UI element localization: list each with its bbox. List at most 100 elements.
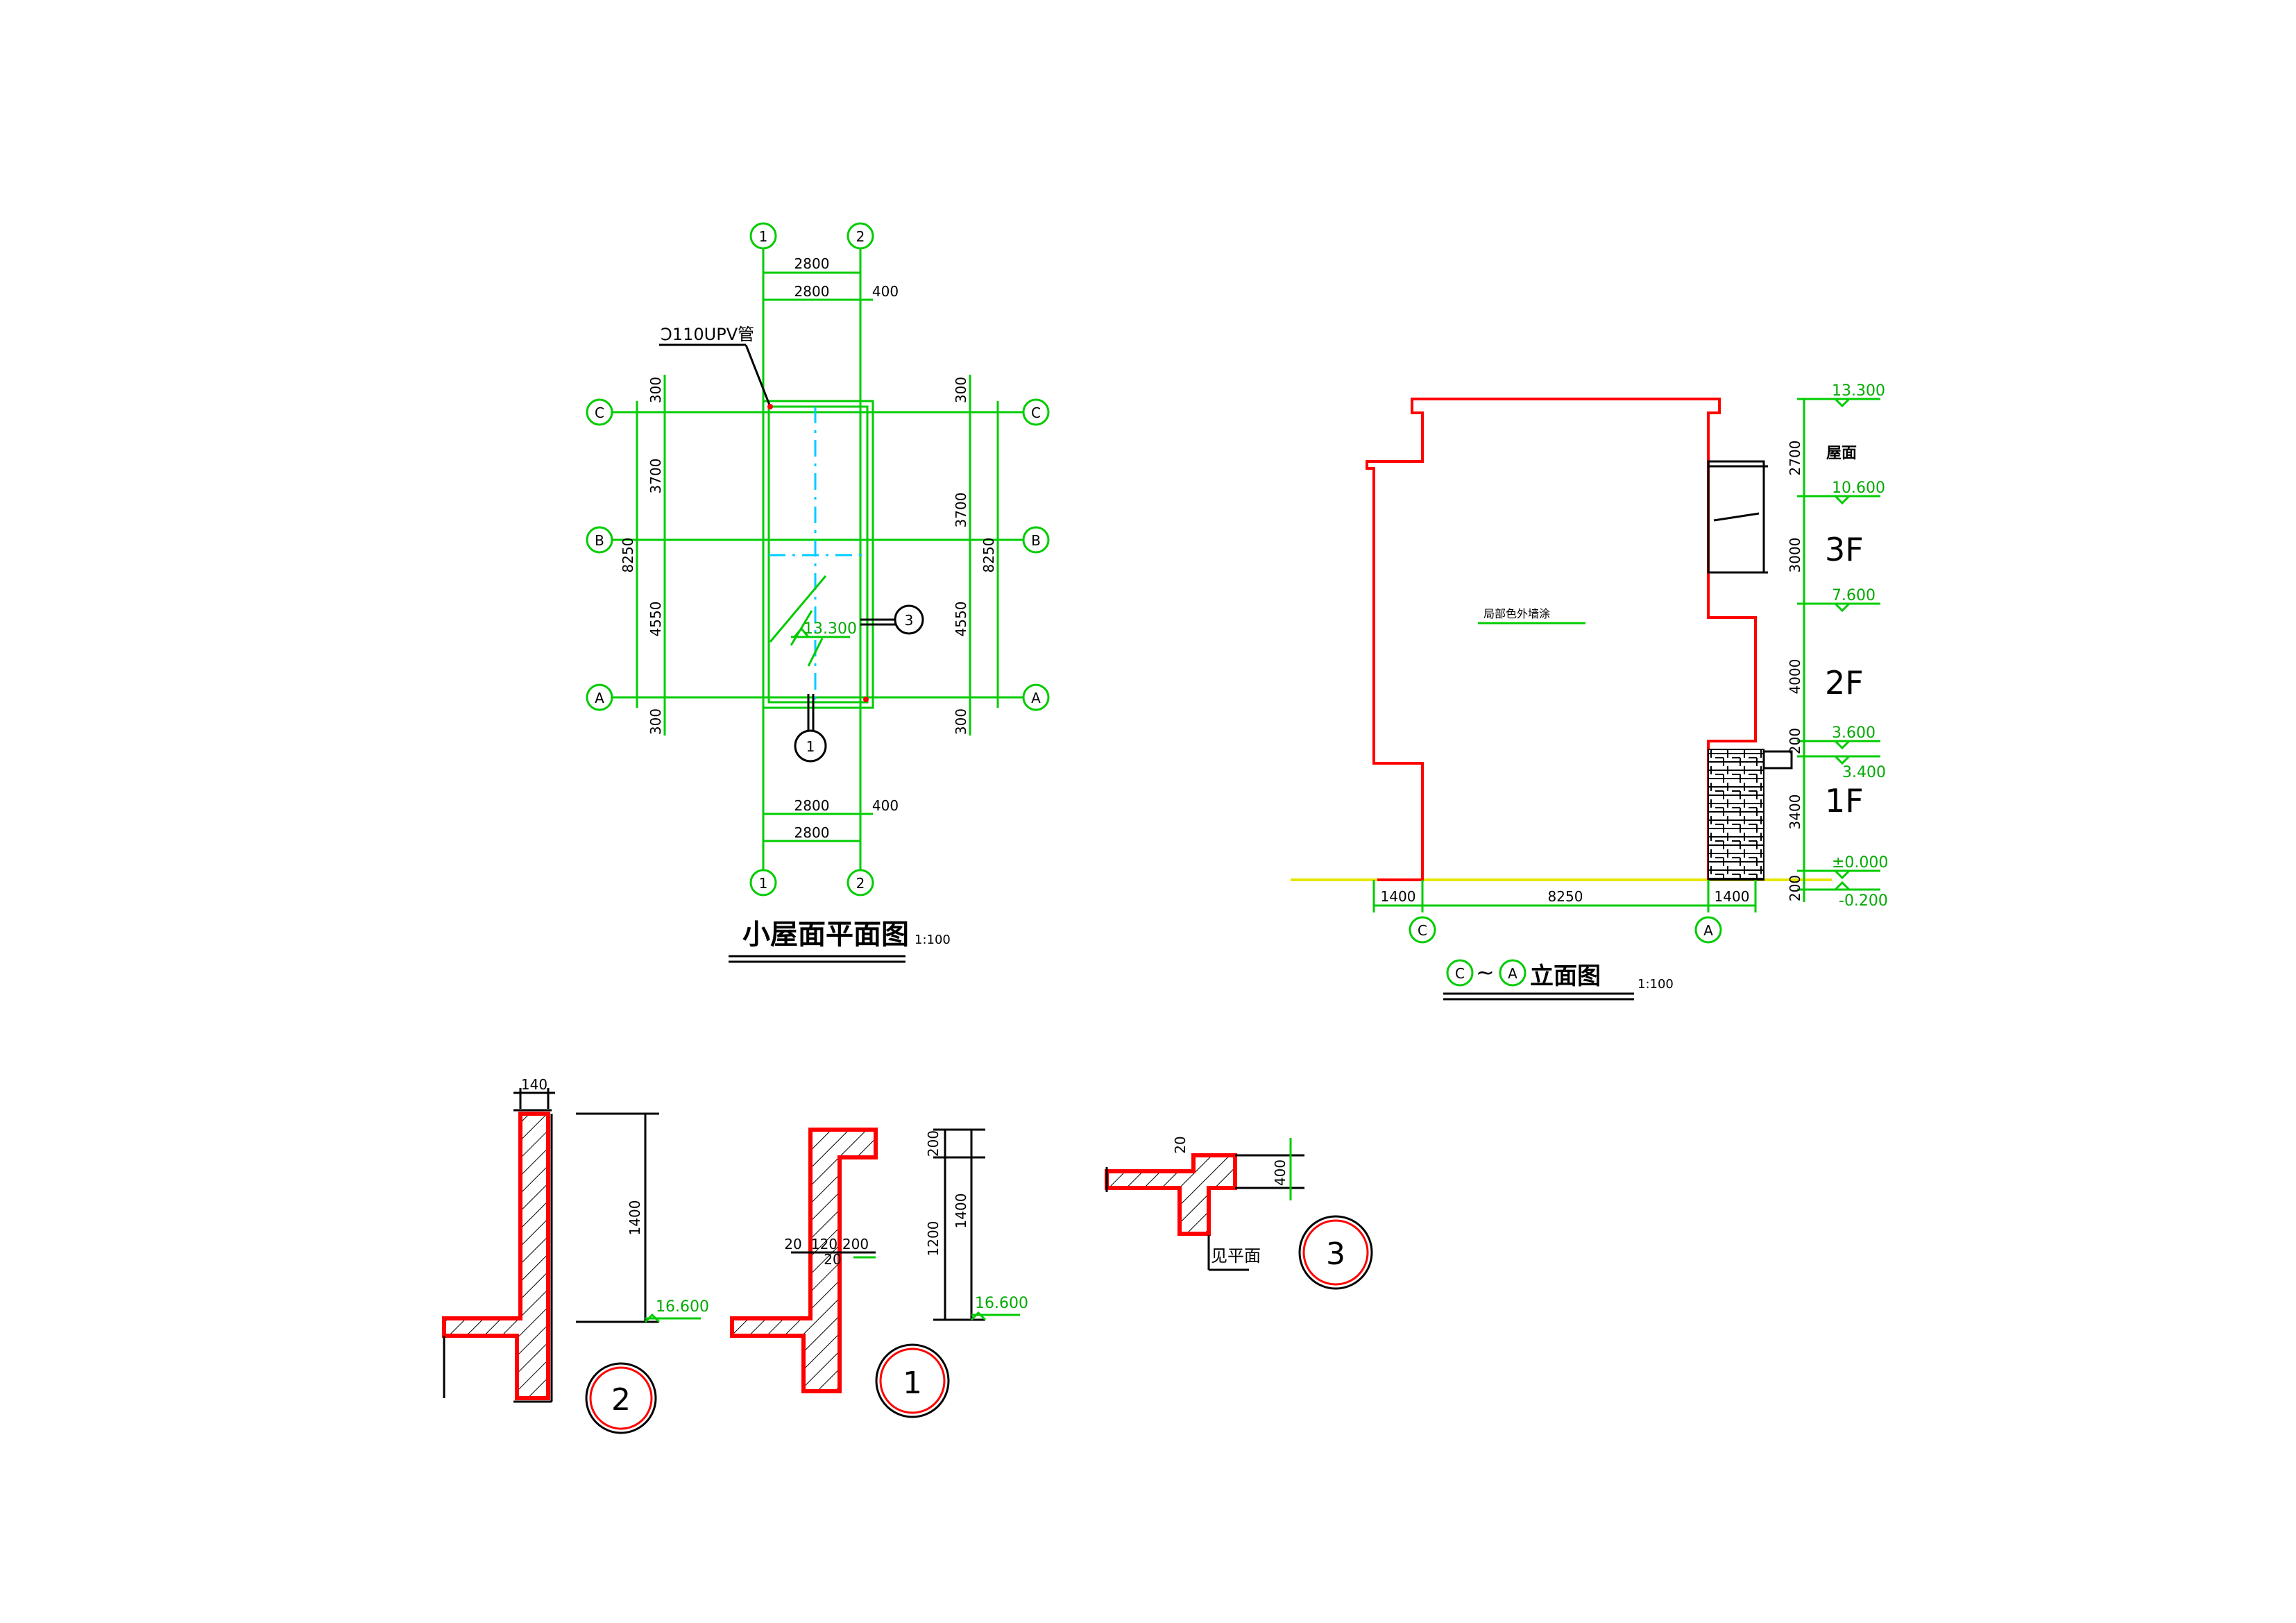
- axis-bubble-c-left: C: [586, 398, 613, 426]
- roof-plan: 1 2 1 2 C B A C: [586, 222, 1050, 963]
- elevation-scale: 1:100: [1638, 977, 1674, 992]
- detail-2: 140 1400 16.600 2: [442, 1076, 709, 1434]
- floor-label-1f: 1F: [1825, 782, 1864, 819]
- axis-label: 1: [759, 228, 768, 245]
- axis-label: C: [1031, 405, 1041, 421]
- building-outline: [1366, 398, 1757, 881]
- level-7600: 7.600: [1797, 587, 1880, 613]
- dim-text: 1400: [1381, 888, 1416, 905]
- dim-text: 300: [953, 708, 969, 735]
- detail-1-section: [730, 1128, 878, 1393]
- floor-label-roof: 屋面: [1826, 445, 1857, 462]
- level-value: 13.300: [1832, 382, 1885, 400]
- pipe-callout: Ͻ110UPV管: [659, 325, 869, 702]
- dim-text: 8250: [1548, 888, 1583, 905]
- elevation-axis-a: A: [1694, 916, 1722, 944]
- level-minus-200: -0.200: [1797, 881, 1888, 910]
- detail-1-label: 1: [903, 1366, 922, 1401]
- dim-text: 1400: [627, 1200, 643, 1236]
- title-axis-from: C: [1455, 965, 1465, 982]
- floor-labels: 屋面 3F 2F 1F: [1825, 445, 1864, 819]
- axis-label: 2: [856, 228, 865, 245]
- title-axis-to: A: [1508, 965, 1517, 982]
- roof-outline: [762, 400, 874, 709]
- level-markers: 13.300 10.600 7.600 3.600 3.400: [1787, 382, 1888, 910]
- dim-text: 300: [647, 377, 664, 403]
- level-value: 7.600: [1832, 587, 1876, 604]
- plan-title: 小屋面平面图: [742, 919, 909, 951]
- level-13300: 13.300: [1797, 382, 1885, 408]
- section-mark-3: 3: [860, 604, 924, 635]
- detail-2-section: [442, 1112, 550, 1400]
- facade-note: 局部色外墙涂: [1478, 607, 1585, 624]
- dim-text: 8250: [980, 538, 997, 573]
- top-dimensions: 2800 2800 400: [763, 255, 899, 301]
- detail-level: 16.600: [656, 1298, 709, 1316]
- dim-text: 400: [872, 283, 899, 300]
- axis-label: B: [1031, 532, 1041, 549]
- dim-text: 20: [824, 1251, 841, 1268]
- axis-bubble-1-bottom: 1: [749, 869, 777, 897]
- dim-text: 300: [953, 377, 969, 403]
- dim-text: 4000: [1787, 659, 1803, 695]
- axis-label: C: [1418, 922, 1427, 939]
- axis-bubble-2-bottom: 2: [847, 869, 874, 897]
- axis-bubble-a-right: A: [1022, 683, 1050, 711]
- elevation-axis-c: C: [1409, 916, 1436, 944]
- dim-text: 4550: [647, 602, 664, 637]
- section-mark-1: 1: [794, 694, 827, 763]
- elevation-bottom-dims: 1400 8250 1400: [1372, 880, 1757, 912]
- dim-text: 20: [784, 1236, 801, 1252]
- detail-3: 20 400 见平面 3: [1105, 1136, 1373, 1290]
- dim-text: 2800: [794, 283, 830, 300]
- detail-3-note: 见平面: [1211, 1246, 1261, 1266]
- dim-text: 200: [1787, 728, 1803, 754]
- dim-text: 120: [811, 1236, 837, 1252]
- dim-text: 400: [1272, 1159, 1289, 1186]
- axis-label: A: [595, 690, 604, 706]
- axis-label: 1: [759, 875, 768, 892]
- detail-3-section: [1105, 1153, 1237, 1236]
- level-value: 10.600: [1832, 479, 1885, 497]
- level-3600: 3.600: [1797, 724, 1880, 750]
- pipe-label: Ͻ110UPV管: [661, 325, 754, 344]
- axis-bubble-a-left: A: [586, 683, 613, 711]
- dim-text: 1200: [925, 1221, 942, 1257]
- axis-bubble-2-top: 2: [847, 222, 874, 250]
- level-3400: 3.400: [1797, 755, 1886, 781]
- floor-label-2f: 2F: [1825, 664, 1864, 702]
- axis-bubble-b-right: B: [1022, 526, 1050, 554]
- dim-text: 140: [521, 1076, 547, 1093]
- dim-text: 4550: [953, 602, 969, 637]
- dim-text: 2800: [794, 824, 830, 841]
- plan-elevation-value: 13.300: [803, 620, 857, 638]
- facade-note-text: 局部色外墙涂: [1483, 607, 1550, 620]
- level-10600: 10.600: [1797, 479, 1885, 505]
- dim-text: 300: [647, 708, 664, 735]
- dim-text: 2700: [1787, 441, 1803, 476]
- dim-text: 400: [872, 797, 899, 814]
- title-tilde: ~: [1476, 959, 1495, 985]
- dim-text: 3000: [1787, 538, 1803, 573]
- brick-base: [1708, 749, 1764, 881]
- axis-label: A: [1031, 690, 1041, 706]
- axis-label: C: [595, 405, 604, 421]
- axis-label: B: [595, 532, 604, 549]
- section-mark-label: 1: [806, 738, 815, 755]
- dim-text: 3700: [953, 493, 969, 528]
- level-0: ±0.000: [1797, 854, 1888, 880]
- dim-text: 3700: [647, 459, 664, 494]
- balcony: [1707, 460, 1768, 574]
- dim-text: 2800: [794, 255, 830, 272]
- axis-label: 2: [856, 875, 865, 892]
- plan-scale: 1:100: [915, 933, 951, 947]
- detail-level: 16.600: [975, 1295, 1028, 1312]
- level-value: 3.600: [1832, 724, 1876, 742]
- level-value: -0.200: [1839, 892, 1888, 910]
- elevation-title-block: C ~ A 立面图 1:100: [1443, 959, 1674, 1001]
- floor-label-3f: 3F: [1825, 531, 1864, 568]
- detail-3-label: 3: [1326, 1237, 1345, 1272]
- detail-2-label: 2: [611, 1382, 631, 1418]
- dim-text: 1400: [953, 1193, 969, 1229]
